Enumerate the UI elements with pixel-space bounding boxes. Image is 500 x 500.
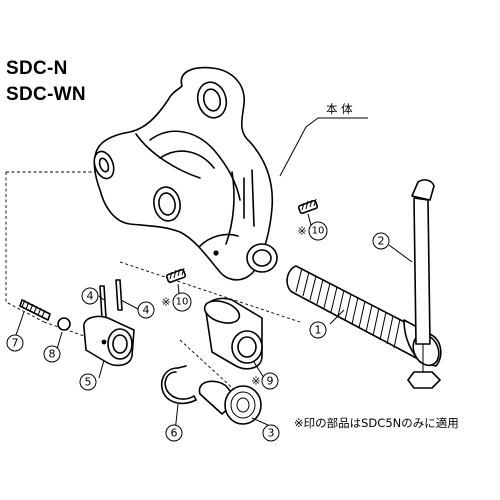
pin-part-4-right — [115, 279, 123, 311]
model-name-sdc-n: SDC-N — [6, 58, 68, 79]
callout-number: 10 — [176, 297, 189, 308]
callout-number: 1 — [315, 324, 322, 337]
callout-7: 7 — [6, 334, 24, 352]
callout-9: ※ 9 — [251, 372, 279, 390]
spring-part-7 — [19, 299, 51, 321]
collar-part-5 — [83, 315, 135, 367]
swivel-pad-part-3 — [198, 380, 262, 425]
callout-number: 8 — [49, 348, 56, 361]
applicability-note: ※印の部品はSDC5Nのみに適用 — [294, 416, 459, 430]
callout-1: 1 — [309, 321, 327, 339]
callout-6: 6 — [165, 424, 183, 442]
body-label: 本 体 — [326, 102, 353, 116]
callout-10-lower: ※ 10 — [161, 292, 192, 312]
callout-number: 6 — [171, 427, 178, 440]
callout-number: 10 — [312, 226, 325, 237]
main-body-part — [93, 66, 278, 281]
callout-number: 4 — [87, 290, 94, 303]
callout-number: 7 — [12, 337, 19, 350]
callout-3: 3 — [262, 424, 280, 442]
snap-ring-part-6 — [160, 365, 197, 405]
callout-number: 9 — [267, 375, 274, 388]
sleeve-part-9 — [203, 297, 263, 370]
callout-4-right: 4 — [137, 301, 155, 319]
callout-mark: ※ — [251, 375, 260, 388]
handle-bar-part-2 — [407, 179, 441, 389]
callout-5: 5 — [79, 373, 97, 391]
callout-10-upper: ※ 10 — [297, 221, 328, 241]
ball-part-8 — [57, 317, 71, 331]
callout-mark: ※ — [161, 296, 170, 309]
callout-number: 5 — [85, 376, 92, 389]
callout-number: 3 — [268, 427, 275, 440]
model-name-sdc-wn: SDC-WN — [6, 84, 86, 105]
callout-4-left: 4 — [81, 287, 99, 305]
callout-number: 4 — [143, 304, 150, 317]
callout-number: 2 — [378, 235, 385, 248]
callout-8: 8 — [43, 345, 61, 363]
pin-part-4-left — [99, 285, 107, 319]
callout-mark: ※ — [297, 225, 306, 238]
set-screw-part-10-upper — [297, 198, 319, 215]
callout-2: 2 — [372, 232, 390, 250]
set-screw-part-10-lower — [165, 267, 187, 284]
